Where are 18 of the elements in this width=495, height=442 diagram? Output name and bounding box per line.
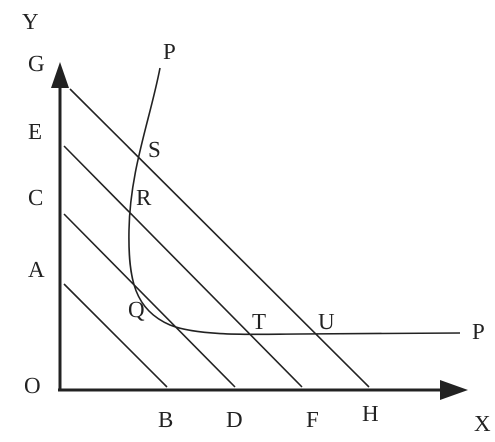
point-label: R [136,186,152,209]
point-label: G [28,52,45,75]
point-label: B [158,408,174,431]
point-label: H [362,402,379,425]
point-label: P [163,40,176,63]
point-label: Q [128,298,145,321]
axis-label: Y [22,10,39,33]
point-label: S [148,138,161,161]
point-label: E [28,120,42,143]
point-label: O [24,374,41,397]
point-label: P [472,320,485,343]
point-label: C [28,186,44,209]
axis-label: X [474,412,491,435]
point-label: F [306,408,319,431]
point-label: U [318,310,335,333]
point-label: A [28,258,45,281]
point-label: D [226,408,243,431]
point-label: T [252,310,266,333]
